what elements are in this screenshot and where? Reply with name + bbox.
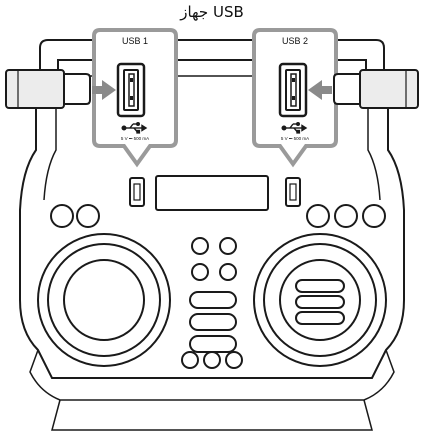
front-usb-port-right (285, 177, 301, 207)
usb-port-icon (278, 62, 308, 118)
left-button-1 (50, 204, 74, 228)
port-spec-usb1: 5 V ⎓ 500 mA (121, 136, 149, 141)
arrow-icon (92, 80, 116, 100)
center-buttons (181, 237, 243, 369)
right-button-2 (334, 204, 358, 228)
usb-icon (121, 121, 148, 134)
usb-plug-icon (5, 69, 91, 109)
right-button-1 (306, 204, 330, 228)
right-jog-wheel (253, 233, 387, 367)
port-label-usb1: USB 1 (122, 36, 148, 46)
speaker-body (19, 39, 405, 431)
front-usb-port-left (129, 177, 145, 207)
diagram-title: جهاز USB (180, 3, 244, 21)
speaker-lower-rim (29, 349, 395, 401)
port-label-usb2: USB 2 (282, 36, 308, 46)
usb-icon (281, 121, 308, 134)
arrow-icon (308, 80, 332, 100)
right-button-3 (362, 204, 386, 228)
speaker-outline (19, 70, 405, 379)
left-jog-wheel (37, 233, 171, 367)
display-window (155, 175, 269, 211)
port-spec-usb2: 5 V ⎓ 500 mA (281, 136, 309, 141)
left-button-2 (76, 204, 100, 228)
usb-port-icon (116, 62, 146, 118)
carry-handle (39, 39, 385, 76)
usb-plug-icon (333, 69, 419, 109)
